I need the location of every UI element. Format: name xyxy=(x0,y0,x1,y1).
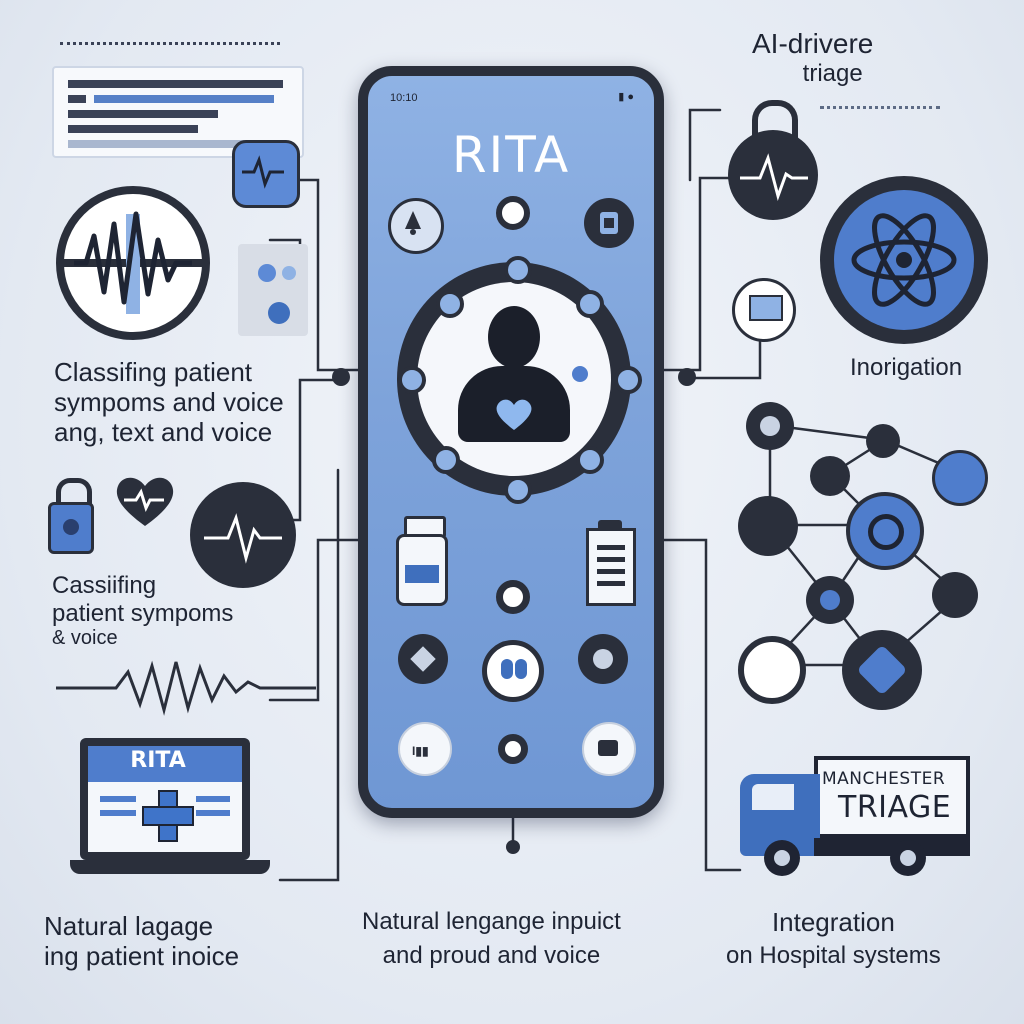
heart-icon xyxy=(112,470,178,530)
network-node-icon xyxy=(932,450,988,506)
ring-node[interactable] xyxy=(432,446,460,474)
network-node-icon xyxy=(846,492,924,570)
network-node-icon xyxy=(932,572,978,618)
status-indicators: ▮ ● xyxy=(618,91,634,103)
ring-node[interactable] xyxy=(398,366,426,394)
patient-avatar-icon xyxy=(452,302,576,442)
label-bottom-right: Integration on Hospital systems xyxy=(726,907,941,969)
pill-bottle-icon xyxy=(396,516,448,606)
medical-cross-icon xyxy=(142,790,194,842)
patient-avatar-ring xyxy=(397,262,631,496)
shield-icon[interactable] xyxy=(584,198,634,248)
label-classifying-2: Cassiifing patient sympoms & voice xyxy=(52,572,234,650)
ring-node[interactable] xyxy=(614,366,642,394)
lungs-icon[interactable] xyxy=(482,640,544,702)
label-bottom-left: Natural lagage ing patient inoice xyxy=(44,911,240,971)
hexagon-icon[interactable] xyxy=(578,634,628,684)
voice-wave-icon xyxy=(56,660,316,716)
pulse-icon xyxy=(190,482,296,588)
lock-icon xyxy=(48,478,94,554)
status-time: 10:10 xyxy=(390,92,418,104)
diamond-icon[interactable] xyxy=(398,634,448,684)
bottom-node[interactable] xyxy=(506,840,520,854)
network-node-icon[interactable] xyxy=(496,196,530,230)
app-title: RITA xyxy=(451,126,571,184)
ambulance-line2: TRIAGE xyxy=(838,790,952,825)
camera-icon[interactable] xyxy=(582,722,636,776)
side-node-left[interactable] xyxy=(332,368,350,386)
network-node-icon[interactable] xyxy=(496,580,530,614)
network-node-icon xyxy=(810,456,850,496)
ring-node[interactable] xyxy=(504,256,532,284)
network-node-icon xyxy=(738,636,806,704)
scribble-text xyxy=(820,106,940,113)
label-bottom-center: Natural lengange inpuict and proud and v… xyxy=(362,908,621,969)
atom-icon xyxy=(820,176,988,344)
ring-node[interactable] xyxy=(576,446,604,474)
network-node-icon[interactable] xyxy=(498,734,528,764)
heartbeat-icon xyxy=(232,140,300,208)
ring-node[interactable] xyxy=(576,290,604,318)
lock-heartbeat-icon xyxy=(728,100,822,220)
label-ai-driven: AI-drivere triage xyxy=(752,28,874,88)
label-integration-right: Inorigation xyxy=(850,354,963,381)
waveform-icon xyxy=(56,186,210,340)
clipboard-icon xyxy=(586,520,636,606)
media-icon[interactable]: I▮▮ xyxy=(398,722,452,776)
label-classifying-1: Classifing patient sympoms and voice ang… xyxy=(54,357,284,447)
laptop-title: RITA xyxy=(130,748,186,773)
ring-node[interactable] xyxy=(504,476,532,504)
bell-icon[interactable] xyxy=(388,198,444,254)
device-icon xyxy=(732,278,796,342)
network-node-icon xyxy=(746,402,794,450)
side-node-right[interactable] xyxy=(678,368,696,386)
network-node-icon xyxy=(738,496,798,556)
ambulance-line1: MANCHESTER xyxy=(822,769,946,789)
flower-node-icon xyxy=(842,630,922,710)
laptop-icon xyxy=(70,738,280,888)
scribble-text xyxy=(60,42,280,51)
ring-node[interactable] xyxy=(572,366,588,382)
ambulance-icon xyxy=(740,752,972,882)
network-node-icon xyxy=(806,576,854,624)
settings-panel xyxy=(238,244,308,336)
ring-node[interactable] xyxy=(436,290,464,318)
network-node-icon xyxy=(866,424,900,458)
